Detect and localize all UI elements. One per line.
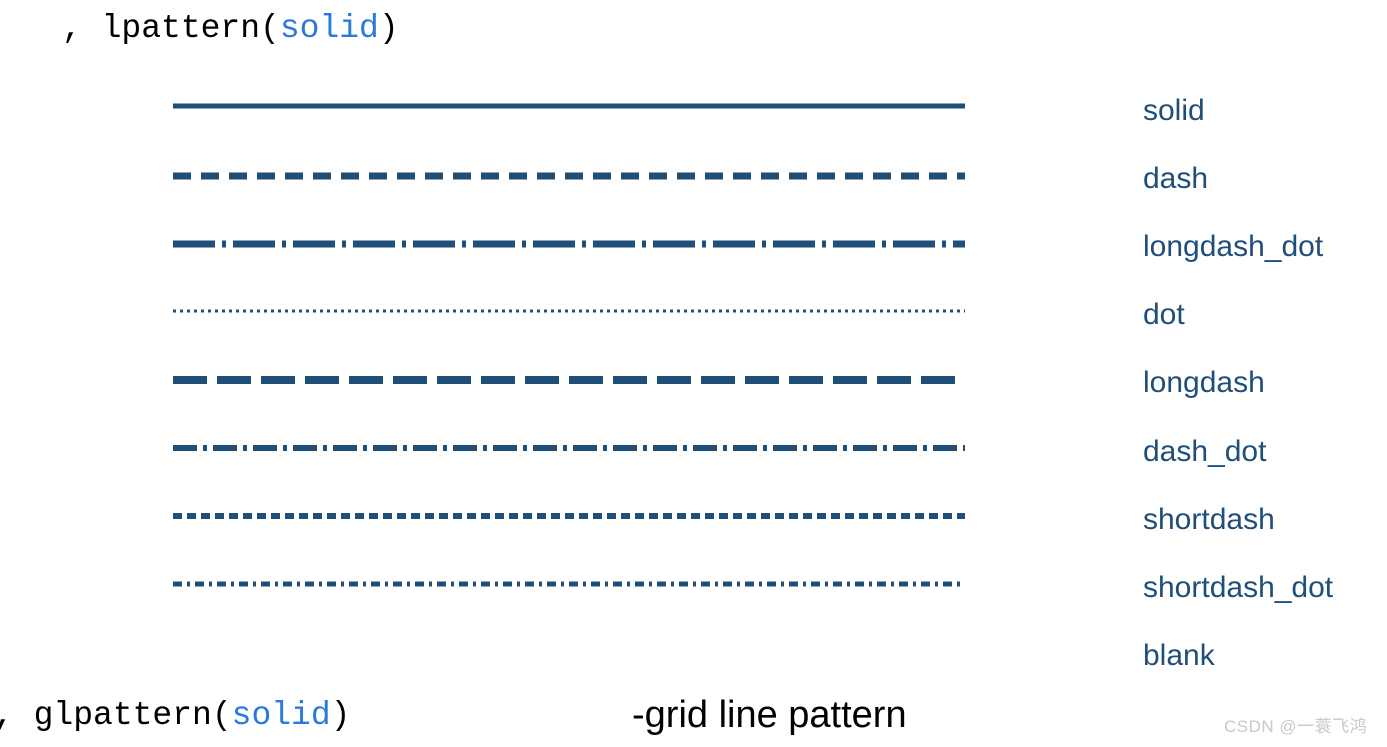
csdn-watermark: CSDN @一蓑飞鸿 (1224, 717, 1368, 736)
pattern-label-solid: solid (1143, 94, 1205, 127)
glpattern-code-line: , glpattern(solid) (0, 697, 350, 734)
pattern-row: dash_dot (0, 0, 1387, 467)
pattern-label-blank: blank (1143, 639, 1215, 672)
line-sample-dot (173, 277, 965, 345)
pattern-label-shortdash: shortdash (1143, 503, 1275, 536)
pattern-row: longdash_dot (0, 0, 1387, 262)
lpattern-suffix: ) (378, 10, 399, 47)
pattern-row: blank (0, 0, 1387, 671)
lpattern-code-line: , lpattern(solid) (62, 10, 399, 47)
pattern-label-dash_dot: dash_dot (1143, 435, 1267, 468)
pattern-label-longdash: longdash (1143, 366, 1265, 399)
line-sample-dash_dot (173, 414, 965, 482)
pattern-label-longdash_dot: longdash_dot (1143, 230, 1324, 263)
pattern-row: dash (0, 0, 1387, 194)
line-sample-blank (173, 618, 965, 686)
pattern-row: dot (0, 0, 1387, 330)
pattern-label-dash: dash (1143, 162, 1209, 195)
lpattern-prefix: , lpattern( (62, 10, 280, 47)
glpattern-argument: solid (231, 697, 331, 734)
pattern-label-shortdash_dot: shortdash_dot (1143, 571, 1334, 604)
line-sample-longdash (173, 346, 965, 414)
pattern-label-dot: dot (1143, 298, 1185, 331)
pattern-row: solid (0, 0, 1387, 126)
line-sample-dash (173, 142, 965, 210)
glpattern-prefix: , glpattern( (0, 697, 232, 734)
line-sample-longdash_dot (173, 210, 965, 278)
lpattern-argument: solid (279, 10, 379, 47)
glpattern-suffix: ) (330, 697, 351, 734)
pattern-row: longdash (0, 0, 1387, 398)
grid-line-pattern-caption: -grid line pattern (632, 694, 907, 736)
line-sample-shortdash (173, 482, 965, 550)
pattern-row: shortdash (0, 0, 1387, 535)
pattern-row: shortdash_dot (0, 0, 1387, 603)
line-sample-shortdash_dot (173, 550, 965, 618)
line-sample-solid (173, 72, 965, 140)
